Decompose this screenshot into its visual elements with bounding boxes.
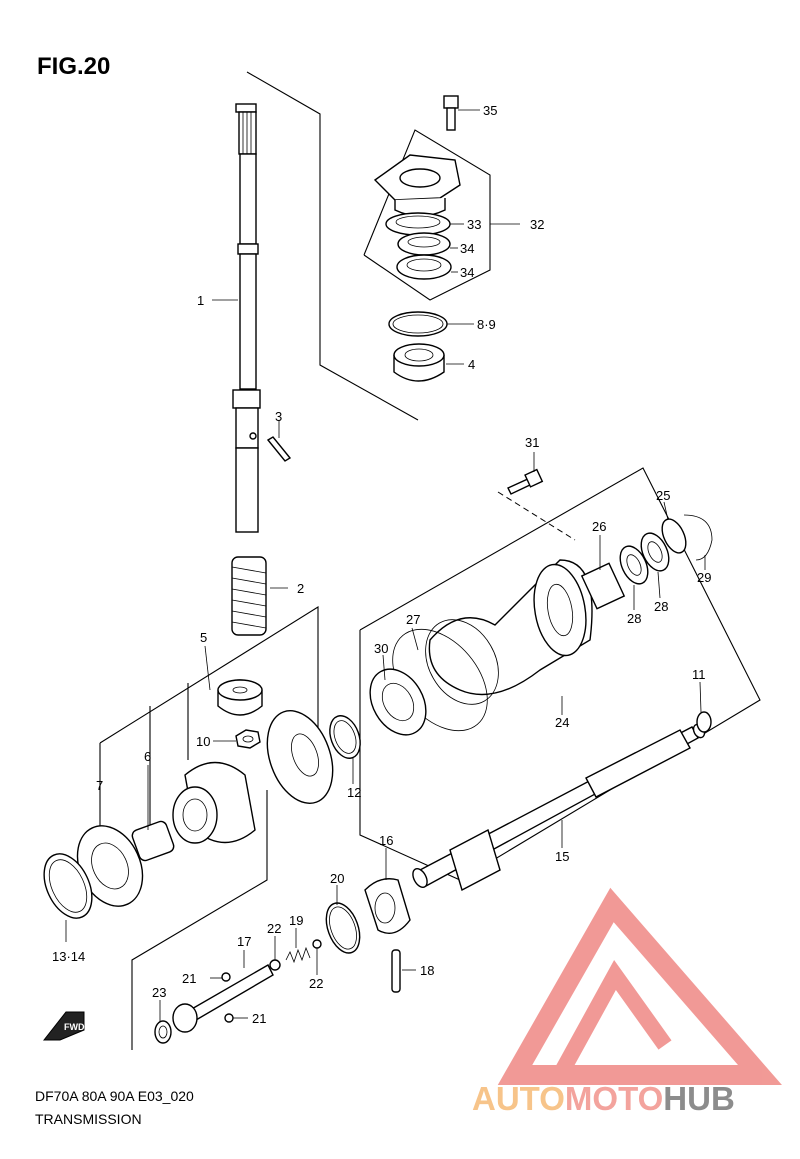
callout-33: 33 [467, 217, 481, 232]
push-rod-spring [285, 946, 311, 964]
callout-20: 20 [330, 871, 344, 886]
needle-bearing [580, 562, 626, 610]
shaft-circlip [696, 711, 712, 733]
cross-pin [391, 949, 401, 993]
bolt-guide-line [497, 491, 576, 541]
callout-24: 24 [555, 715, 569, 730]
oil-seal-34a [397, 232, 451, 256]
oil-seal-housing [373, 154, 461, 217]
propeller-shaft [412, 723, 706, 892]
callout-34-upper: 34 [460, 241, 474, 256]
callout-28-left: 28 [627, 611, 641, 626]
callouts: 1 2 3 4 5 6 7 8·9 10 11 12 13·14 15 16 1… [52, 103, 711, 1026]
figure-title: FIG.20 [37, 53, 110, 80]
callout-16: 16 [379, 833, 393, 848]
housing-washer [661, 518, 687, 554]
housing-ball-bearing [369, 668, 427, 736]
housing-circlip [683, 514, 713, 561]
shaft-pin [266, 436, 292, 462]
callout-26: 26 [592, 519, 606, 534]
callout-22-lower: 22 [309, 976, 323, 991]
callout-2: 2 [297, 581, 304, 596]
shaft-spring [231, 556, 267, 636]
steel-ball-b [312, 939, 322, 949]
pinion-nut [235, 729, 261, 749]
callout-31: 31 [525, 435, 539, 450]
push-rod [172, 964, 274, 1033]
push-rod-washer [154, 1020, 172, 1044]
callout-22-upper: 22 [267, 921, 281, 936]
callout-23: 23 [152, 985, 166, 1000]
frame-drive-shaft [246, 71, 419, 421]
callout-17: 17 [237, 934, 251, 949]
callout-25: 25 [656, 488, 670, 503]
gear-bushing [131, 820, 175, 862]
frame-oil-seal-housing [363, 129, 491, 301]
drive-shaft [232, 103, 261, 533]
callout-30: 30 [374, 641, 388, 656]
callout-4: 4 [468, 357, 475, 372]
callout-21-lower: 21 [252, 1011, 266, 1026]
watermark-text: AUTOMOTOHUB [472, 1080, 735, 1117]
callout-8-9: 8·9 [477, 317, 496, 332]
leader-lines [65, 109, 706, 1022]
thrust-washer [43, 853, 93, 919]
gear-shim [329, 715, 361, 759]
callout-18: 18 [420, 963, 434, 978]
housing-seal-28a [619, 545, 649, 585]
callout-13-14: 13·14 [52, 949, 85, 964]
housing-seal-28b [640, 532, 670, 572]
shaft-bearing [393, 343, 445, 382]
callout-1: 1 [197, 293, 204, 308]
callout-21-upper: 21 [182, 971, 196, 986]
push-rod-pin-b [224, 1013, 234, 1023]
callout-5: 5 [200, 630, 207, 645]
callout-19: 19 [289, 913, 303, 928]
callout-34-lower: 34 [460, 265, 474, 280]
forward-direction-icon: FWD [42, 1011, 85, 1041]
callout-6: 6 [144, 749, 151, 764]
oil-seal-34b [396, 254, 452, 280]
frame-pinion-gear-group [99, 606, 319, 1050]
housing-bolt-31 [507, 468, 544, 495]
callout-29: 29 [697, 570, 711, 585]
watermark-logo-icon [497, 887, 782, 1085]
callout-7: 7 [96, 778, 103, 793]
callout-28-right: 28 [654, 599, 668, 614]
clutch-ring [325, 902, 361, 954]
clutch-dog [364, 878, 411, 934]
pinion-gear [217, 679, 263, 716]
oil-seal-33 [385, 212, 451, 236]
callout-11: 11 [692, 667, 706, 682]
callout-10: 10 [196, 734, 210, 749]
push-rod-pin-a [221, 972, 231, 982]
callout-3: 3 [275, 409, 282, 424]
callout-32: 32 [530, 217, 544, 232]
callout-27: 27 [406, 612, 420, 627]
callout-35: 35 [483, 103, 497, 118]
o-ring-shim [388, 311, 448, 337]
housing-bolt [443, 95, 459, 131]
fwd-label: FWD [64, 1022, 85, 1032]
callout-12: 12 [347, 785, 361, 800]
footer-code: DF70A 80A 90A E03_020 [35, 1088, 194, 1104]
footer-name: TRANSMISSION [35, 1111, 142, 1127]
reverse-gear [172, 761, 256, 844]
callout-15: 15 [555, 849, 569, 864]
steel-ball-a [269, 959, 281, 971]
forward-gear [266, 710, 334, 804]
bearing-housing [425, 559, 593, 705]
